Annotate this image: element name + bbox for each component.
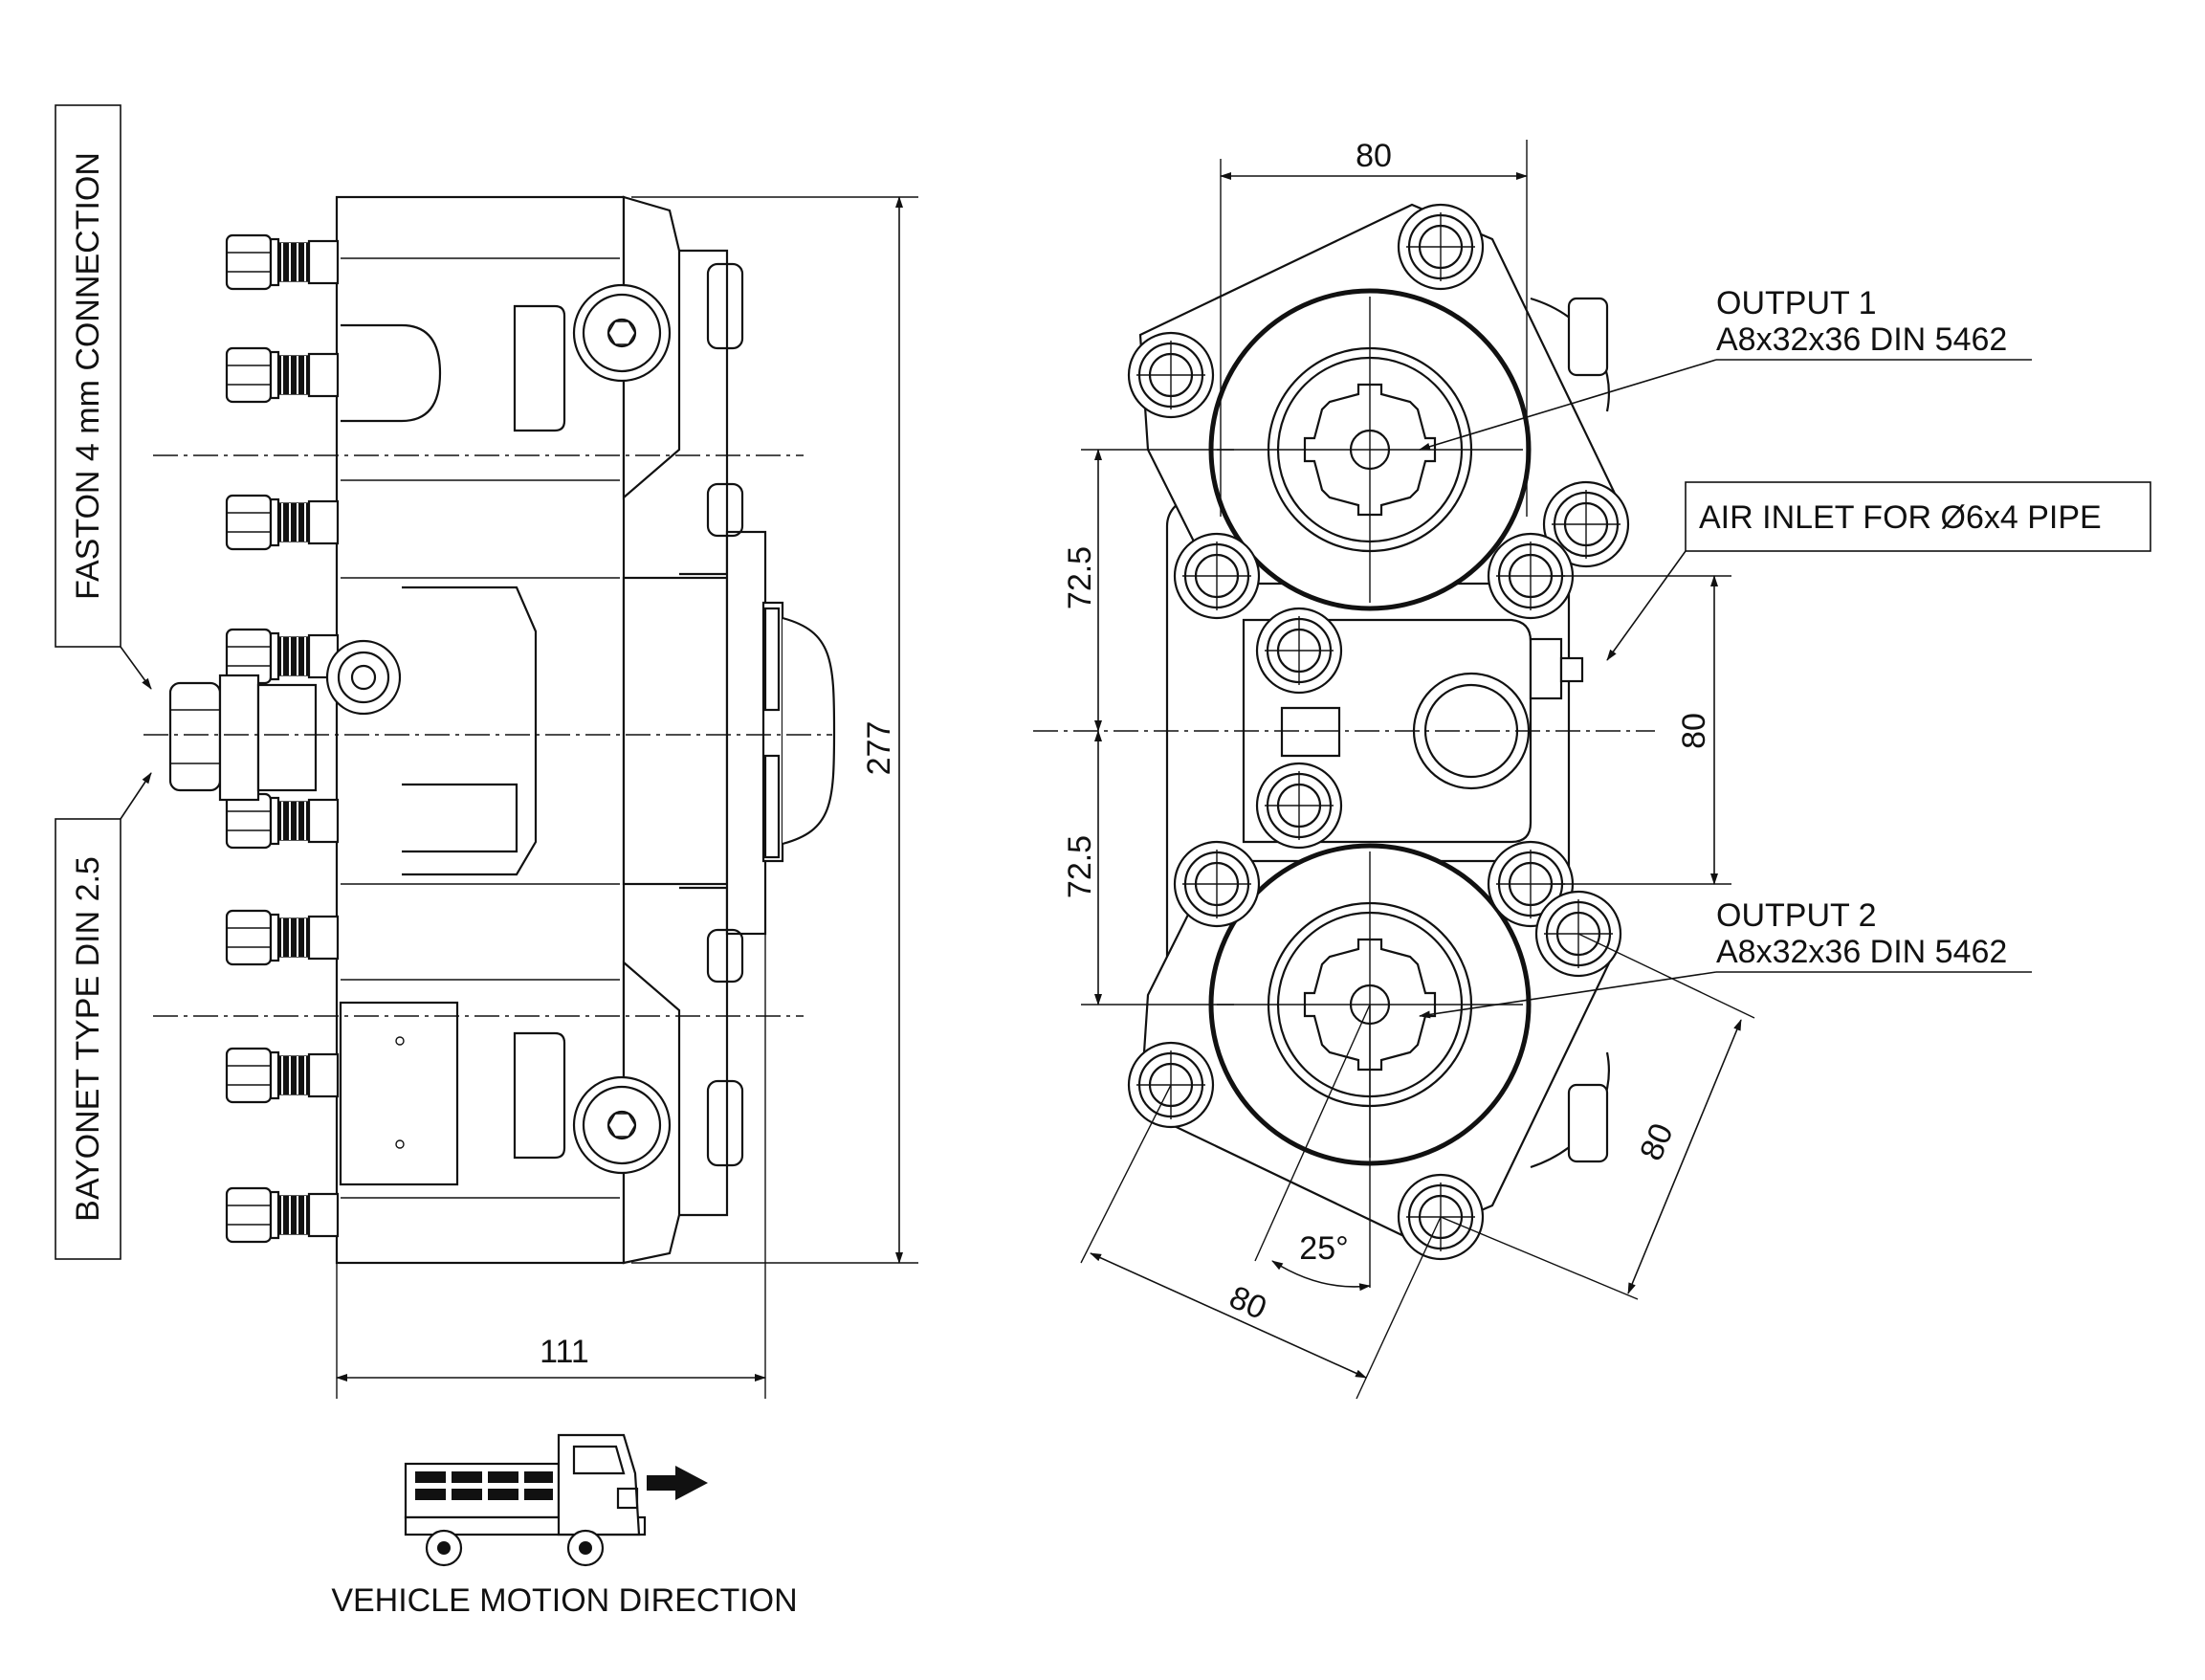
- output-2-spec: A8x32x36 DIN 5462: [1716, 934, 2007, 970]
- dim-right-80: 80: [1550, 575, 1731, 885]
- dim-top-80-text: 80: [1356, 138, 1392, 174]
- dim-vertical-72-5: 72.5 72.5: [1062, 449, 1234, 1006]
- bayonet-text: BAYONET TYPE DIN 2.5: [70, 856, 106, 1222]
- dim-diag-bottom-80-text: 80: [1224, 1279, 1271, 1327]
- side-view: [143, 195, 836, 1265]
- output-1: [1208, 288, 1532, 611]
- dim-upper-72-5-text: 72.5: [1062, 546, 1098, 609]
- output-2-title: OUTPUT 2: [1716, 897, 1877, 934]
- dim-right-80-text: 80: [1676, 713, 1712, 749]
- dim-111-text: 111: [540, 1334, 589, 1370]
- dim-lower-72-5-text: 72.5: [1062, 835, 1098, 898]
- dim-height-277: 277: [631, 196, 918, 1264]
- air-inlet-text: AIR INLET FOR Ø6x4 PIPE: [1699, 499, 2102, 536]
- output-1-label: OUTPUT 1 A8x32x36 DIN 5462: [1419, 285, 2032, 451]
- truck-icon: [404, 1433, 708, 1567]
- dim-diag-right-80-text: 80: [1633, 1118, 1681, 1166]
- output-1-title: OUTPUT 1: [1716, 285, 1877, 321]
- dim-top-80: 80: [1220, 138, 1528, 517]
- output-2-label: OUTPUT 2 A8x32x36 DIN 5462: [1419, 897, 2032, 1019]
- dim-277-text: 277: [861, 721, 897, 776]
- motion-arrow-icon: [647, 1466, 708, 1500]
- faston-label: FASTON 4 mm CONNECTION: [55, 104, 152, 690]
- bayonet-label: BAYONET TYPE DIN 2.5: [55, 772, 152, 1260]
- output-1-spec: A8x32x36 DIN 5462: [1716, 321, 2007, 358]
- vehicle-motion-caption: VEHICLE MOTION DIRECTION: [331, 1582, 797, 1619]
- dim-angle-25: 25°: [1254, 1004, 1371, 1292]
- dim-angle-text: 25°: [1299, 1230, 1348, 1267]
- faston-text: FASTON 4 mm CONNECTION: [70, 152, 106, 600]
- front-view: [1033, 203, 1655, 1261]
- dim-width-111: 111: [336, 934, 766, 1399]
- bayonet-connector: [168, 681, 222, 792]
- air-inlet-label: AIR INLET FOR Ø6x4 PIPE: [1606, 481, 2151, 661]
